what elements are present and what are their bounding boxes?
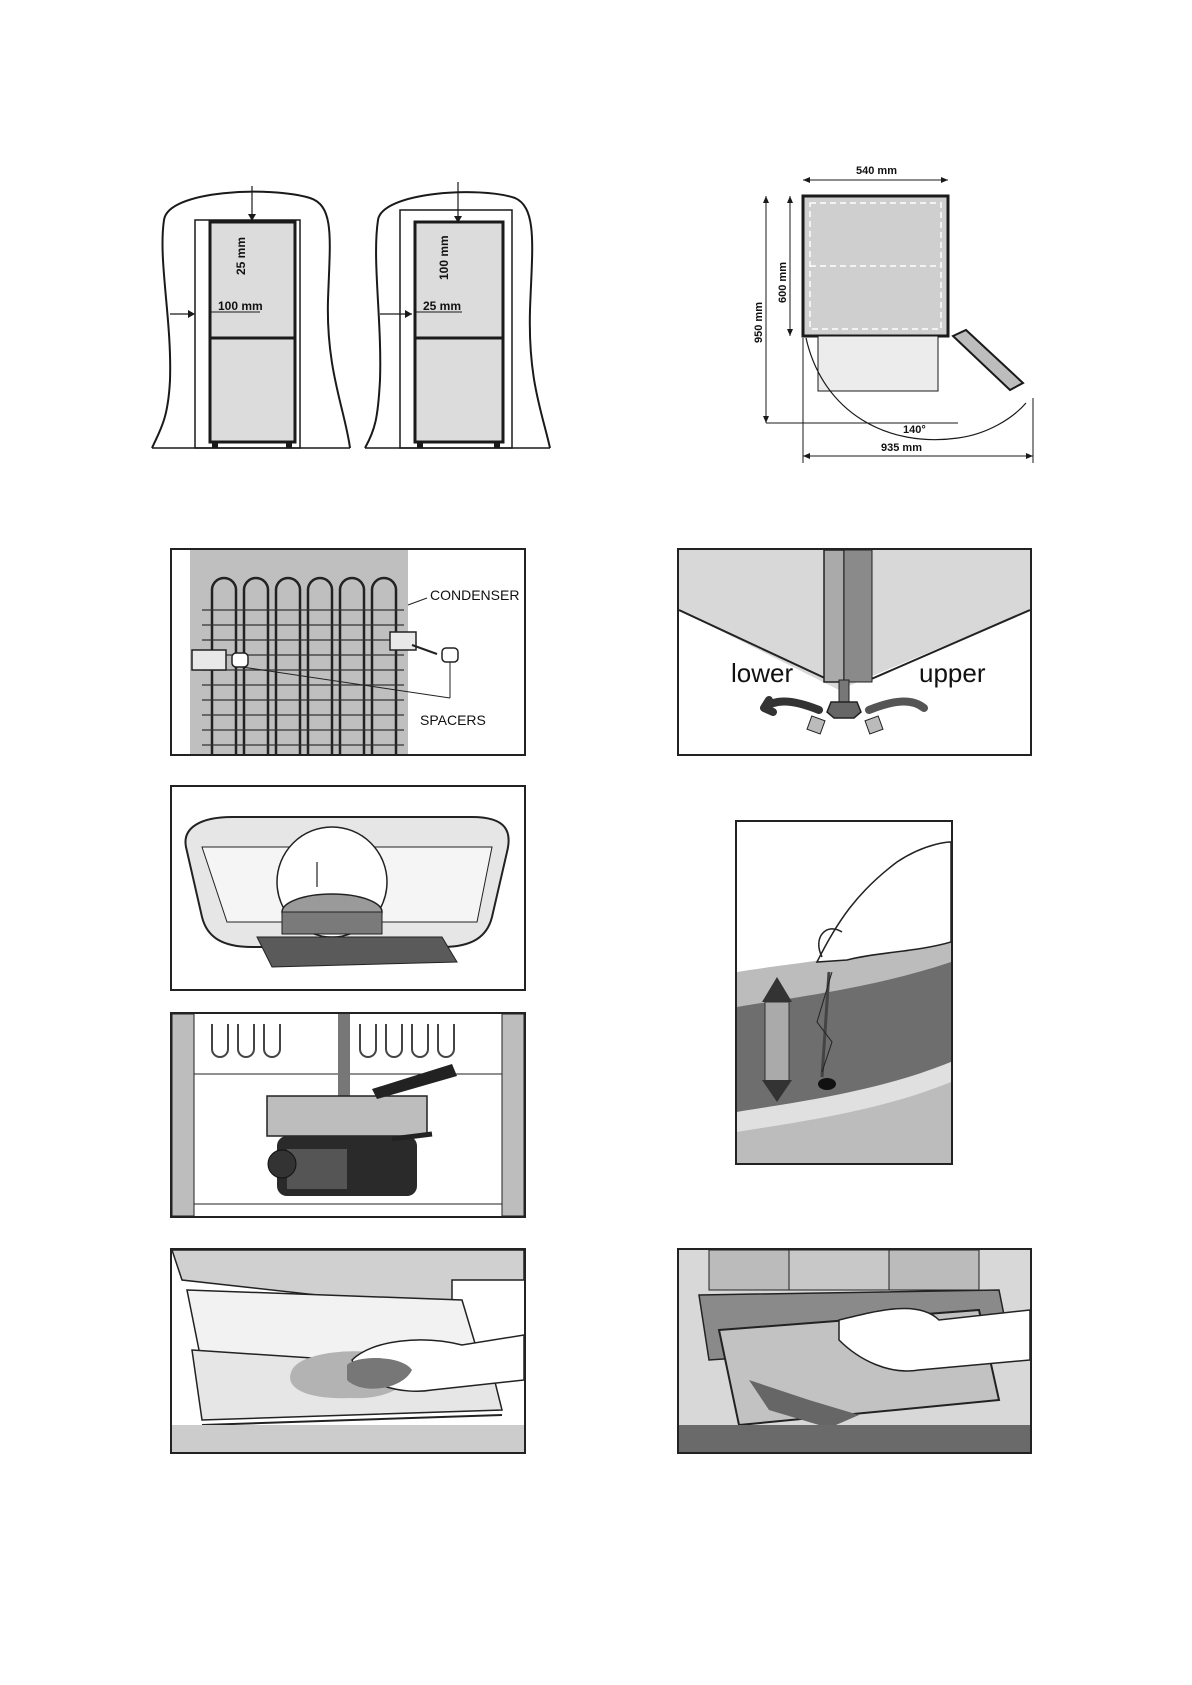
spacers-figure: CONDENSER SPACERS [170,548,526,756]
left-top-gap-label: 25 mm [234,237,248,275]
drain-hole-figure [735,820,953,1165]
cleaning-figure [170,1248,526,1454]
lamp-cover-drawing [172,787,524,989]
drawer-drawing [679,1250,1030,1452]
lamp-cover-figure [170,785,526,991]
feet-figure: lower upper [677,548,1032,756]
fan-figure [170,1012,526,1218]
feet-drawing: lower upper [679,550,1030,754]
upper-label: upper [919,658,986,688]
dimensions-figure: 540 mm 600 mm 950 mm 140° 935 mm [748,158,1038,483]
door-angle-label: 140° [903,424,926,436]
right-top-gap-label: 100 mm [437,235,451,280]
spacers-label: SPACERS [420,712,486,728]
cleaning-drawing [172,1250,524,1452]
drain-hole-drawing [737,822,951,1163]
condenser-label: CONDENSER [430,587,519,603]
lower-label: lower [731,658,793,688]
drawer-figure [677,1248,1032,1454]
right-side-gap-label: 25 mm [423,299,461,313]
height-label: 950 mm [753,302,765,343]
depth-label: 600 mm [777,262,789,303]
width-label: 540 mm [856,165,897,177]
clearance-drawing: 25 mm 100 mm 100 mm 25 mm [150,180,570,455]
total-depth-label: 935 mm [881,442,922,454]
left-side-gap-label: 100 mm [218,299,263,313]
dimensions-drawing: 540 mm 600 mm 950 mm 140° 935 mm [748,158,1038,483]
spacers-drawing: CONDENSER SPACERS [172,550,524,754]
fan-drawing [172,1014,524,1216]
clearance-figure: 25 mm 100 mm 100 mm 25 mm [150,180,570,455]
